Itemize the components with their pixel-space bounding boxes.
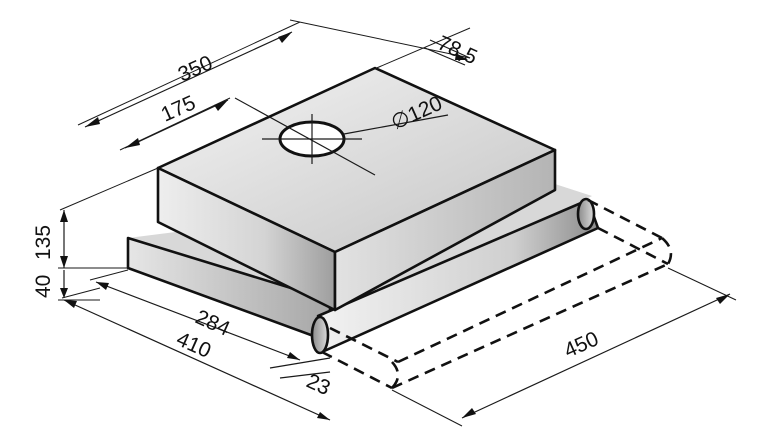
extended-drawer-outline (321, 198, 673, 390)
dim-label-450: 450 (561, 327, 602, 362)
dim-label-350: 350 (175, 51, 216, 86)
duct-outlet (234, 97, 449, 176)
dim-label-40: 40 (32, 275, 55, 298)
dim-label-78-5: 78,5 (434, 32, 481, 70)
dim-label-175: 175 (158, 91, 199, 126)
hood-body (156, 66, 557, 312)
slide-rail-left-cap (310, 315, 330, 355)
dimension-lines (58, 19, 737, 427)
slide-rail-right-cap (576, 197, 596, 231)
body-side-face (333, 148, 557, 312)
dim-label-135: 135 (32, 225, 55, 260)
